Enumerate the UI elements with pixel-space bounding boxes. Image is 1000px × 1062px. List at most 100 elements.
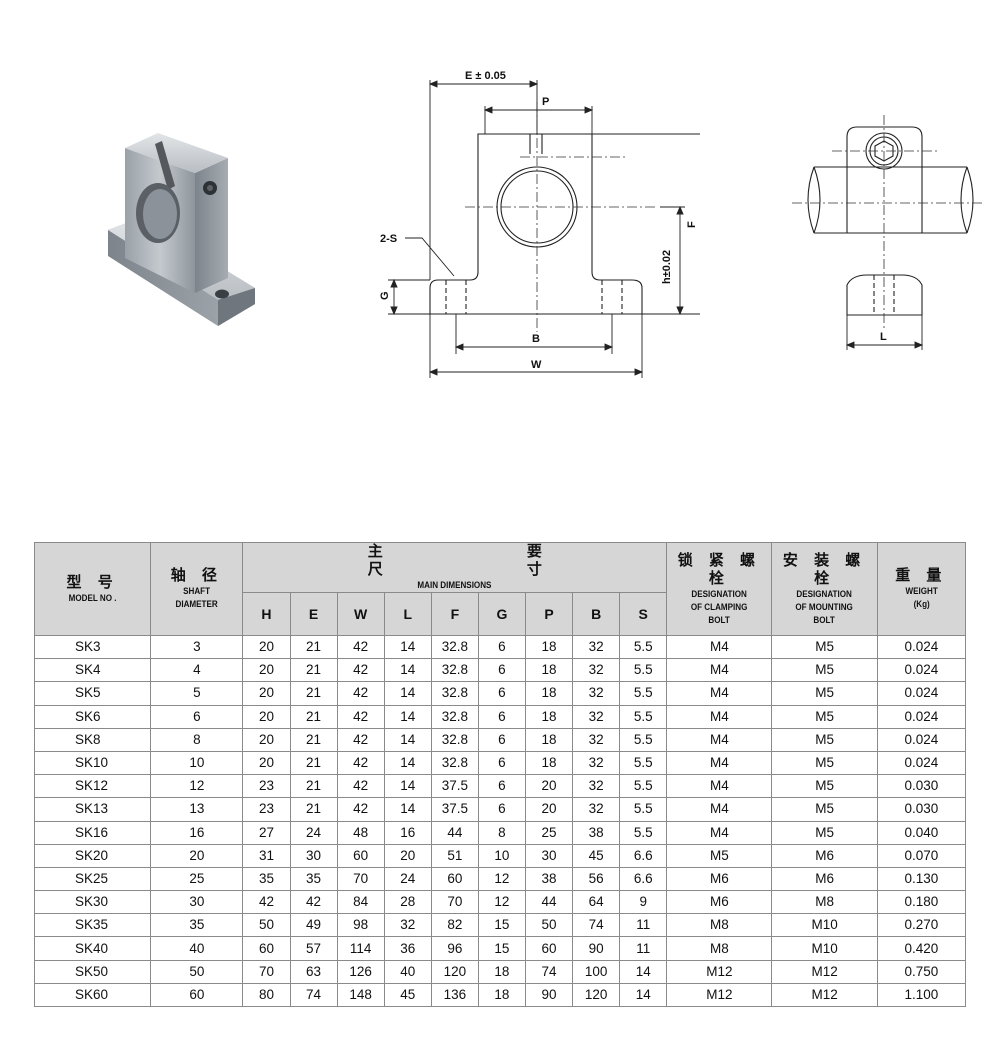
cell-l: 14 — [383, 727, 432, 752]
cell-b: 32 — [572, 774, 621, 799]
header-dim-w: W — [336, 592, 385, 636]
cell-shaft: 12 — [150, 774, 244, 799]
cell-e: 42 — [289, 890, 338, 915]
cell-s: 5.5 — [619, 704, 668, 729]
cell-clamp-bolt: M4 — [666, 750, 773, 776]
cell-weight: 0.420 — [876, 936, 967, 961]
cell-shaft: 8 — [150, 727, 244, 752]
cell-model: SK20 — [33, 843, 152, 868]
cell-l: 14 — [383, 704, 432, 729]
cell-weight: 0.024 — [876, 681, 967, 706]
cell-l: 24 — [383, 866, 432, 892]
cell-model: SK60 — [33, 982, 152, 1008]
cell-p: 90 — [524, 982, 574, 1008]
cell-g: 8 — [477, 820, 526, 845]
cell-mount-bolt: M8 — [771, 890, 878, 915]
cell-e: 74 — [289, 982, 338, 1008]
cell-clamp-bolt: M4 — [666, 774, 773, 799]
cell-model: SK8 — [33, 727, 152, 752]
cell-shaft: 35 — [150, 913, 244, 938]
label-2s: 2-S — [380, 233, 397, 245]
cell-shaft: 5 — [150, 681, 244, 706]
cell-weight: 1.100 — [876, 982, 967, 1008]
cell-e: 57 — [289, 936, 338, 961]
cell-w: 148 — [336, 982, 385, 1008]
cell-w: 84 — [336, 890, 385, 915]
cell-p: 25 — [524, 820, 574, 845]
cell-e: 21 — [289, 774, 338, 799]
cell-shaft: 60 — [150, 982, 244, 1008]
cell-e: 35 — [289, 866, 338, 892]
cell-l: 28 — [383, 890, 432, 915]
cell-e: 21 — [289, 658, 338, 683]
cell-h: 70 — [242, 959, 291, 984]
cell-h: 23 — [242, 797, 291, 822]
header-dim-p: P — [524, 592, 574, 636]
cell-w: 114 — [336, 936, 385, 961]
cell-model: SK6 — [33, 704, 152, 729]
cell-clamp-bolt: M6 — [666, 890, 773, 915]
cell-shaft: 13 — [150, 797, 244, 822]
cell-p: 18 — [524, 634, 574, 660]
cell-s: 5.5 — [619, 681, 668, 706]
cell-s: 14 — [619, 959, 668, 984]
header-dim-h: H — [242, 592, 291, 636]
cell-l: 14 — [383, 750, 432, 776]
front-view-drawing: E ± 0.05 P F h±0.02 2-S G B W — [379, 70, 700, 378]
cell-w: 42 — [336, 658, 385, 683]
cell-weight: 0.130 — [876, 866, 967, 892]
cell-l: 14 — [383, 634, 432, 660]
cell-f: 32.8 — [430, 704, 479, 729]
cell-weight: 0.040 — [876, 820, 967, 845]
cell-s: 11 — [619, 913, 668, 938]
cell-f: 32.8 — [430, 634, 479, 660]
cell-h: 23 — [242, 774, 291, 799]
cell-g: 10 — [477, 843, 526, 868]
cell-h: 31 — [242, 843, 291, 868]
cell-weight: 0.024 — [876, 727, 967, 752]
header-main-dimensions: 主 要 尺 寸 MAIN DIMENSIONS — [242, 542, 668, 593]
cell-f: 136 — [430, 982, 479, 1008]
cell-mount-bolt: M5 — [771, 750, 878, 776]
cell-clamp-bolt: M8 — [666, 913, 773, 938]
cell-e: 24 — [289, 820, 338, 845]
cell-model: SK10 — [33, 750, 152, 776]
cell-b: 32 — [572, 750, 621, 776]
cell-g: 6 — [477, 658, 526, 683]
cell-b: 32 — [572, 658, 621, 683]
label-g: G — [379, 291, 391, 300]
cell-l: 36 — [383, 936, 432, 961]
cell-b: 32 — [572, 704, 621, 729]
cell-p: 30 — [524, 843, 574, 868]
cell-b: 100 — [572, 959, 621, 984]
cell-p: 44 — [524, 890, 574, 915]
cell-f: 82 — [430, 913, 479, 938]
cell-w: 48 — [336, 820, 385, 845]
shaft — [814, 166, 967, 234]
cell-p: 50 — [524, 913, 574, 938]
cell-model: SK25 — [33, 866, 152, 892]
cell-h: 20 — [242, 727, 291, 752]
cell-e: 30 — [289, 843, 338, 868]
side-view-drawing: L — [792, 115, 982, 350]
cell-l: 45 — [383, 982, 432, 1008]
cell-shaft: 50 — [150, 959, 244, 984]
cell-weight: 0.070 — [876, 843, 967, 868]
block-outline — [846, 126, 923, 233]
cell-s: 14 — [619, 982, 668, 1008]
cell-model: SK30 — [33, 890, 152, 915]
cell-b: 32 — [572, 797, 621, 822]
cell-clamp-bolt: M4 — [666, 820, 773, 845]
cell-w: 42 — [336, 681, 385, 706]
cell-b: 32 — [572, 727, 621, 752]
cell-f: 96 — [430, 936, 479, 961]
cell-clamp-bolt: M8 — [666, 936, 773, 961]
cell-s: 11 — [619, 936, 668, 961]
